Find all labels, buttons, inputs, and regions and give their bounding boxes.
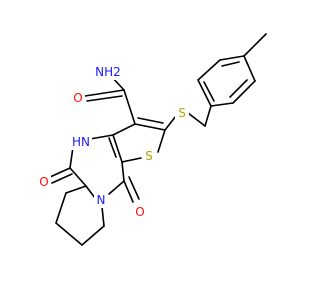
bond-thiophene-c3-c2 xyxy=(134,123,166,131)
bond-ch-n xyxy=(85,185,96,199)
ketone-oxygen-bg xyxy=(133,204,147,220)
thiophene-sulfur-bg xyxy=(142,148,156,164)
ring-nitrogen-bg xyxy=(94,192,108,208)
bond-thiophene-s-c5 xyxy=(121,157,142,163)
bond-ketone-c-o-double xyxy=(128,176,140,200)
bond-benzene-4 xyxy=(219,55,245,61)
bond-ketone-c-c5 xyxy=(121,161,125,182)
bond-lactam-c-ch xyxy=(69,167,87,187)
lactam-oxygen-label: O xyxy=(39,175,48,189)
bond-s-ch2 xyxy=(187,112,206,127)
bond-layer xyxy=(49,33,267,246)
bond-amide-c-ring xyxy=(123,89,136,125)
amide-oxygen-label: O xyxy=(73,91,82,105)
molecule-structure: NH2 O S HN S O N O xyxy=(37,33,267,246)
amide-nitrogen-bg xyxy=(92,64,122,80)
atom-layer: NH2 O S HN S O N O xyxy=(37,64,189,220)
bond-thiophene-c5-c4 xyxy=(112,134,123,163)
bond-benzene-double-c xyxy=(203,81,215,102)
bond-pyrrolidine-1 xyxy=(55,192,67,224)
thiophene-sulfur-label: S xyxy=(145,149,153,163)
bond-pyrrolidine-4 xyxy=(101,206,105,227)
bond-c4-nh xyxy=(89,134,114,140)
ring-nitrogen-label: N xyxy=(97,193,106,207)
bond-thiophene-c5-c4-double xyxy=(108,137,117,158)
lactam-nitrogen-label: HN xyxy=(72,135,90,149)
amide-oxygen-bg xyxy=(71,90,85,106)
thioether-sulfur-bg xyxy=(175,105,189,121)
amide-nitrogen-label: NH2 xyxy=(95,65,121,79)
bond-lactam-c-o xyxy=(49,167,71,178)
bond-methyl xyxy=(243,33,267,57)
bond-pyrrolidine-2 xyxy=(55,222,83,246)
lactam-nitrogen-bg xyxy=(70,134,92,150)
bond-benzene-2 xyxy=(232,80,256,104)
bond-amide-c-o xyxy=(84,89,125,97)
bond-nh-lactam-c xyxy=(69,146,74,169)
bond-benzene-double-a xyxy=(229,79,248,98)
bond-thiophene-c3-c2-double xyxy=(137,117,164,124)
bond-ketone-c-o xyxy=(123,180,134,203)
bond-pyrrolidine-3 xyxy=(81,225,105,246)
bond-lactam-c-o-double xyxy=(51,173,73,184)
bond-benzene-6 xyxy=(197,79,212,107)
lactam-oxygen-bg xyxy=(37,174,51,190)
bond-benzene-5 xyxy=(197,59,221,81)
bond-c2-thioether-s xyxy=(164,115,177,131)
bond-n-ketone-c xyxy=(108,180,125,195)
bond-thiophene-c2-s xyxy=(157,129,166,153)
bond-amide-c-o-double xyxy=(86,95,123,102)
bond-ch2-aryl xyxy=(204,105,212,127)
thioether-sulfur-label: S xyxy=(178,106,186,120)
bond-benzene-double-b xyxy=(221,61,240,67)
bond-thiophene-c4-c3 xyxy=(112,123,136,136)
bond-benzene-1 xyxy=(210,102,234,107)
bond-benzene-3 xyxy=(243,55,256,82)
ketone-oxygen-label: O xyxy=(135,205,144,219)
bond-ch-pyrrolidine xyxy=(65,185,87,194)
